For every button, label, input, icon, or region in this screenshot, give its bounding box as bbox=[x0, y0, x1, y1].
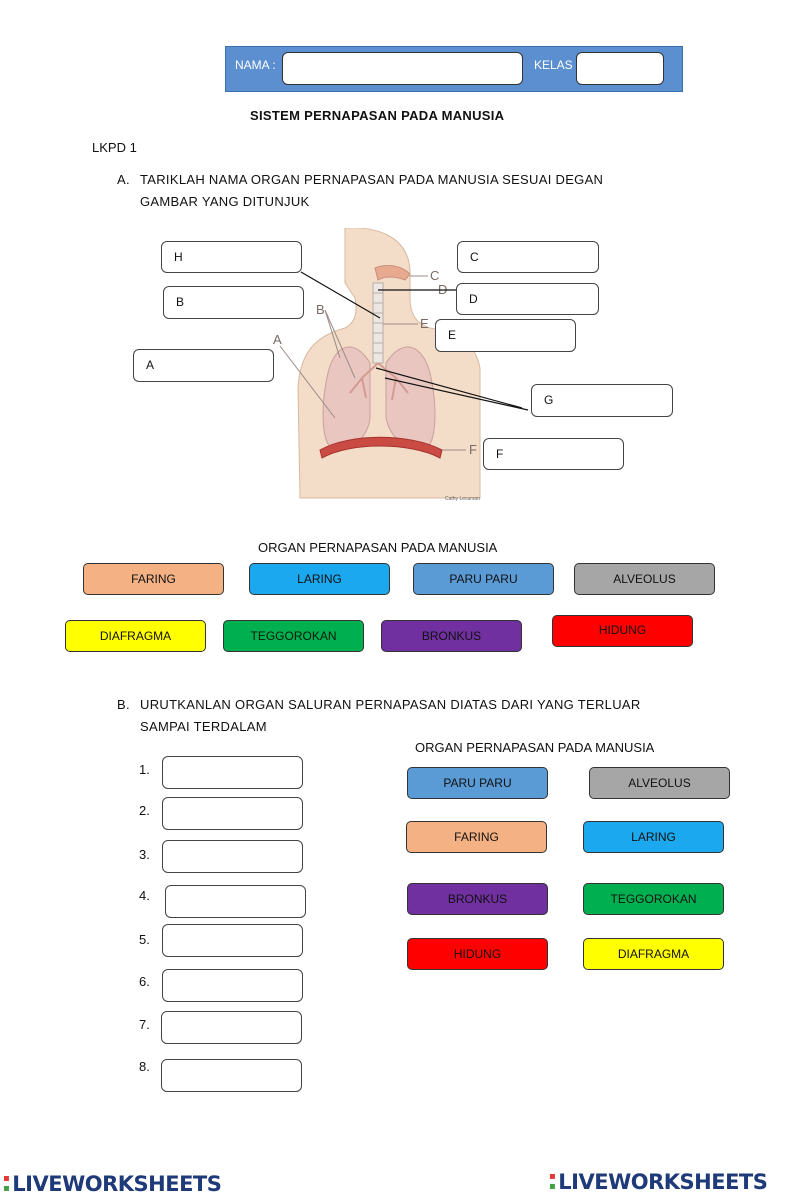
organ-chip-b-laring[interactable]: LARING bbox=[583, 821, 724, 853]
page-title: SISTEM PERNAPASAN PADA MANUSIA bbox=[250, 108, 505, 123]
order-box-4[interactable] bbox=[165, 885, 306, 918]
organ-chip-b-teggorokan[interactable]: TEGGOROKAN bbox=[583, 883, 724, 915]
order-number-5: 5. bbox=[139, 932, 150, 947]
organ-chip-hidung[interactable]: HIDUNG bbox=[552, 615, 693, 647]
organ-chip-b-faring[interactable]: FARING bbox=[406, 821, 547, 853]
organ-chip-b-paru-paru[interactable]: PARU PARU bbox=[407, 767, 548, 799]
order-number-8: 8. bbox=[139, 1059, 150, 1074]
name-field[interactable] bbox=[282, 52, 523, 85]
organ-chip-bronkus[interactable]: BRONKUS bbox=[381, 620, 522, 652]
organ-heading-a: ORGAN PERNAPASAN PADA MANUSIA bbox=[258, 540, 498, 555]
organ-chip-alveolus[interactable]: ALVEOLUS bbox=[574, 563, 715, 595]
point-label-e: E bbox=[420, 316, 429, 331]
section-a-instruction-line1: TARIKLAH NAMA ORGAN PERNAPASAN PADA MANU… bbox=[140, 172, 604, 187]
order-box-5[interactable] bbox=[162, 924, 303, 957]
label-box-g[interactable]: G bbox=[531, 384, 673, 417]
organ-chip-teggorokan[interactable]: TEGGOROKAN bbox=[223, 620, 364, 652]
order-number-6: 6. bbox=[139, 974, 150, 989]
point-label-d: D bbox=[438, 282, 447, 297]
organ-chip-faring[interactable]: FARING bbox=[83, 563, 224, 595]
point-label-f: F bbox=[469, 442, 477, 457]
lkpd-label: LKPD 1 bbox=[92, 140, 137, 155]
label-box-c[interactable]: C bbox=[457, 241, 599, 273]
point-label-b: B bbox=[316, 302, 325, 317]
class-field[interactable] bbox=[576, 52, 664, 85]
logo-text-left: LIVEWORKSHEETS bbox=[12, 1172, 222, 1196]
order-number-1: 1. bbox=[139, 762, 150, 777]
order-box-3[interactable] bbox=[162, 840, 303, 873]
label-box-e[interactable]: E bbox=[435, 319, 576, 352]
order-box-6[interactable] bbox=[162, 969, 303, 1002]
organ-chip-b-hidung[interactable]: HIDUNG bbox=[407, 938, 548, 970]
name-label: NAMA : bbox=[235, 58, 276, 72]
liveworksheets-mark-icon: ▪▪ bbox=[3, 1173, 10, 1194]
label-box-h[interactable]: H bbox=[161, 241, 302, 273]
label-box-a[interactable]: A bbox=[133, 349, 274, 382]
logo-text-right: LIVEWORKSHEETS bbox=[558, 1170, 768, 1194]
organ-chip-diafragma[interactable]: DIAFRAGMA bbox=[65, 620, 206, 652]
class-label: KELAS : bbox=[534, 58, 580, 72]
liveworksheets-logo-right: ▪▪ LIVEWORKSHEETS bbox=[549, 1170, 768, 1194]
label-box-d[interactable]: D bbox=[456, 283, 599, 315]
student-info-bar: NAMA : KELAS : bbox=[225, 46, 683, 92]
label-box-f[interactable]: F bbox=[483, 438, 624, 470]
organ-heading-b: ORGAN PERNAPASAN PADA MANUSIA bbox=[415, 740, 655, 755]
order-number-7: 7. bbox=[139, 1017, 150, 1032]
order-number-2: 2. bbox=[139, 803, 150, 818]
section-b-instruction-line2: SAMPAI TERDALAM bbox=[140, 719, 267, 734]
order-box-2[interactable] bbox=[162, 797, 303, 830]
section-b-instruction-line1: URUTKANLAN ORGAN SALURAN PERNAPASAN DIAT… bbox=[140, 697, 641, 712]
liveworksheets-logo-left: ▪▪ LIVEWORKSHEETS bbox=[3, 1172, 222, 1196]
order-box-8[interactable] bbox=[161, 1059, 302, 1092]
organ-chip-b-bronkus[interactable]: BRONKUS bbox=[407, 883, 548, 915]
label-box-b[interactable]: B bbox=[163, 286, 304, 319]
order-box-7[interactable] bbox=[161, 1011, 302, 1044]
point-label-c: C bbox=[430, 268, 439, 283]
order-box-1[interactable] bbox=[162, 756, 303, 789]
organ-chip-laring[interactable]: LARING bbox=[249, 563, 390, 595]
order-number-3: 3. bbox=[139, 847, 150, 862]
illustration-credit: Cathy Lecurson bbox=[445, 496, 480, 502]
section-a-instruction-line2: GAMBAR YANG DITUNJUK bbox=[140, 194, 310, 209]
organ-chip-b-diafragma[interactable]: DIAFRAGMA bbox=[583, 938, 724, 970]
organ-chip-paru-paru[interactable]: PARU PARU bbox=[413, 563, 554, 595]
point-label-a: A bbox=[273, 332, 282, 347]
order-number-4: 4. bbox=[139, 888, 150, 903]
section-a-marker: A. bbox=[117, 172, 130, 187]
organ-chip-b-alveolus[interactable]: ALVEOLUS bbox=[589, 767, 730, 799]
section-b-marker: B. bbox=[117, 697, 130, 712]
liveworksheets-mark-icon: ▪▪ bbox=[549, 1171, 556, 1192]
